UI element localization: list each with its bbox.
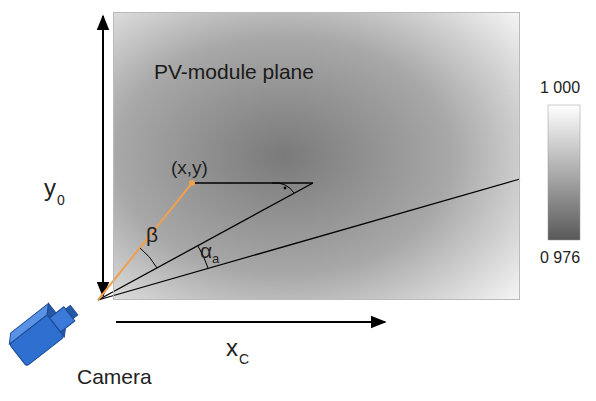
- dimension-subscript: 0: [57, 193, 65, 207]
- right-angle-arc: [272, 183, 294, 193]
- dimension-subscript: C: [239, 352, 249, 366]
- dimension-label: y: [44, 176, 56, 200]
- x-dimension-arrow: [116, 321, 385, 323]
- camera-label: Camera: [77, 366, 152, 387]
- point-label: (x,y): [171, 158, 208, 177]
- dimension-label: x: [226, 336, 238, 360]
- angle-label: β: [146, 224, 158, 245]
- colorbar-min: 0 976: [540, 250, 580, 266]
- pv-plane-fill: [113, 12, 520, 300]
- colorbar: [548, 105, 580, 240]
- angle-label: α: [200, 240, 212, 261]
- point-marker: [189, 180, 195, 186]
- y-dimension-arrow: [102, 16, 104, 296]
- optical-axis: [98, 179, 520, 300]
- horizontal-line: [192, 182, 313, 183]
- node-title: PV-module plane: [154, 61, 314, 82]
- pv-module-plane: PV-module plane: [113, 12, 520, 300]
- colorbar-max: 1 000: [540, 80, 580, 96]
- projection-line: [98, 183, 313, 300]
- right-angle-dot: [284, 187, 287, 190]
- camera-icon: [4, 294, 83, 367]
- beta-arc: [140, 248, 157, 268]
- angle-subscript: a: [212, 252, 219, 265]
